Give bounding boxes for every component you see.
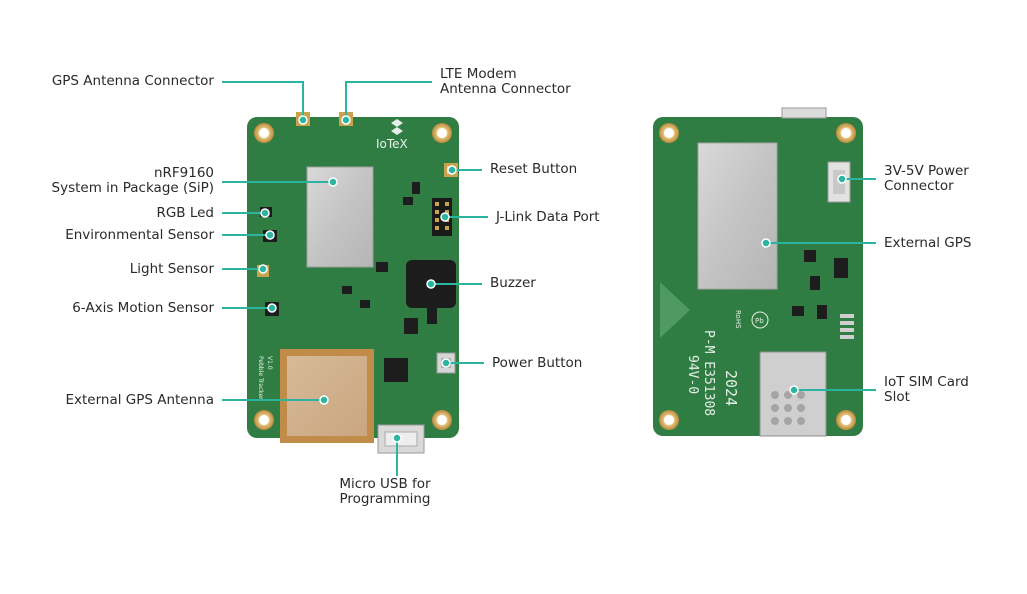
label-buzzer: Buzzer [490,276,536,291]
pb-free-mark [751,311,769,329]
label-micro-usb: Micro USB for Programming [315,477,455,507]
dot [761,238,771,248]
label-light-sensor: Light Sensor [130,262,214,277]
dot [265,230,275,240]
label-lte-connector: LTE Modem Antenna Connector [440,67,571,97]
dot [267,303,277,313]
dot [440,212,450,222]
label-text: Connector [884,178,954,194]
mount-hole [836,410,856,430]
label-ext-gps-antenna: External GPS Antenna [65,393,214,408]
back-silk-2: 94V-0 [685,355,700,394]
label-reset-button: Reset Button [490,162,577,177]
label-gps-antenna-connector: GPS Antenna Connector [52,74,214,89]
mount-hole [836,123,856,143]
silk-side: Pebble Tracker [257,356,264,400]
back-board: P-M E351308 94V-0 2024 RoHS Pb [653,107,863,437]
mount-hole [659,123,679,143]
dot [426,279,436,289]
usb-edge [781,107,827,119]
label-text: Antenna Connector [440,81,571,97]
pb-text: Pb [755,317,764,325]
callout-dots [258,115,847,443]
label-text: Buzzer [490,275,536,291]
label-text: Power Button [492,355,583,371]
label-text: J-Link Data Port [496,209,600,225]
dot [789,385,799,395]
mount-hole [659,410,679,430]
dot [447,165,457,175]
dot [258,264,268,274]
label-text: 3V-5V Power [884,163,969,179]
rohs-mark: RoHS [734,310,742,329]
back-silk-3: 2024 [722,370,740,406]
label-power-connector: 3V-5V Power Connector [884,164,969,194]
label-nrf9160: nRF9160 System in Package (SiP) [52,166,214,196]
dot [341,115,351,125]
label-text: External GPS [884,235,972,251]
label-text: IoT SIM Card [884,374,969,390]
callout-lines [222,81,876,476]
mount-hole [432,123,452,143]
dot [392,433,402,443]
dot [298,115,308,125]
chip-u16 [384,358,408,382]
label-text: LTE Modem [440,66,517,82]
silk-ver: V1.0 [266,356,273,370]
external-gps-module [697,142,778,290]
label-text: Programming [339,491,431,507]
label-text: 6-Axis Motion Sensor [72,300,214,316]
label-text: GPS Antenna Connector [51,73,214,89]
dot [441,358,451,368]
label-text: External GPS Antenna [65,392,214,408]
label-text: Environmental Sensor [65,227,214,243]
dot [260,208,270,218]
label-text: Slot [884,389,910,405]
dot [328,177,338,187]
callout-gps-connector [222,81,304,120]
label-text: RGB Led [156,205,214,221]
callout-lte-connector [345,81,432,120]
back-silk-1: P-M E351308 [701,330,716,416]
label-text: nRF9160 [153,165,214,181]
label-power-button: Power Button [492,356,582,371]
mount-hole [254,410,274,430]
label-external-gps: External GPS [884,236,971,251]
pcb-logo [660,282,690,338]
iotex-logo [391,119,403,135]
label-jlink: J-Link Data Port [496,210,600,225]
label-text: Micro USB for [339,476,431,492]
dot [319,395,329,405]
logo-text: IoTeX [376,137,408,151]
label-text: Reset Button [490,161,578,177]
label-env-sensor: Environmental Sensor [65,228,214,243]
label-motion-sensor: 6-Axis Motion Sensor [72,301,214,316]
dot [837,174,847,184]
mount-hole [432,410,452,430]
label-sim-slot: IoT SIM Card Slot [884,375,969,405]
mount-hole [254,123,274,143]
nrf9160-sip [306,166,374,268]
label-rgb-led: RGB Led [156,206,214,221]
label-text: System in Package (SiP) [51,180,214,196]
label-text: Light Sensor [129,261,214,277]
